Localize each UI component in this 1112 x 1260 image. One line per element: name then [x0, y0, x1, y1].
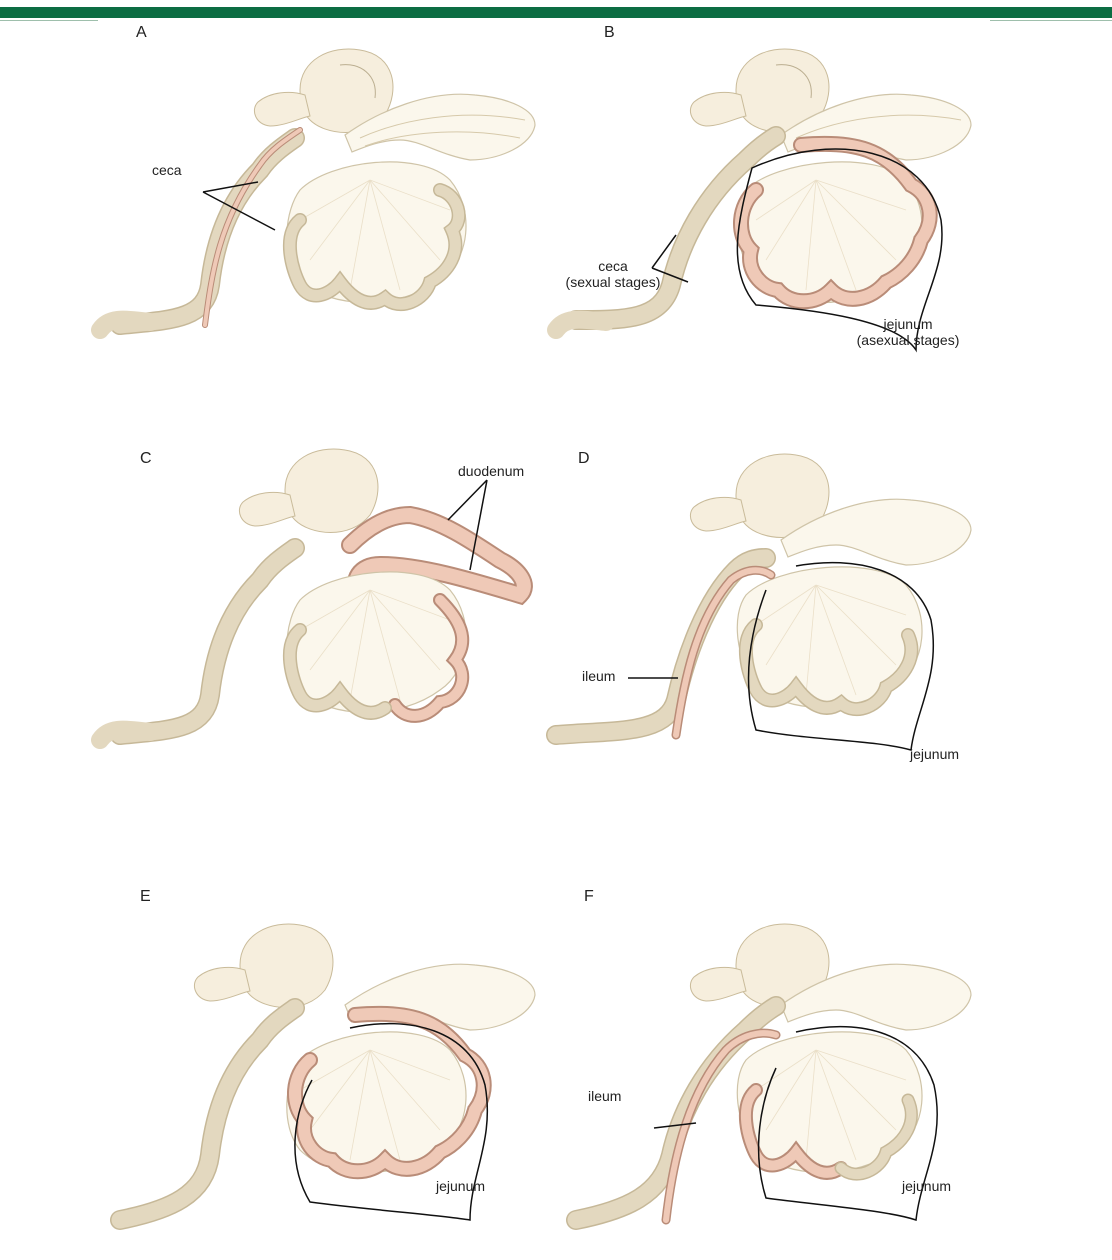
label-ileum: ileum — [582, 668, 615, 684]
label-duodenum: duodenum — [458, 463, 524, 479]
panel-d-illustration — [556, 430, 1112, 830]
label-ceca: ceca — [558, 258, 668, 274]
header-bar — [0, 0, 1112, 20]
panel-letter: E — [140, 888, 151, 906]
panel-letter: F — [584, 888, 594, 906]
panel-b: B ceca (sexual stages) jejunum (asexual … — [556, 20, 1112, 420]
panel-letter: D — [578, 450, 590, 468]
panel-letter: B — [604, 24, 615, 42]
panel-d: D ileum jejunum — [556, 430, 1112, 830]
ceca-highlight — [100, 130, 300, 330]
panel-a: A ceca — [0, 20, 556, 420]
panel-e: E jejunum — [0, 860, 556, 1260]
header-band — [0, 7, 1112, 18]
panel-f: F ileum jejunum — [556, 860, 1112, 1260]
panel-e-illustration — [0, 860, 556, 1260]
gizzard — [239, 449, 378, 532]
label-jejunum-sub: (asexual stages) — [848, 332, 968, 348]
gizzard — [194, 924, 333, 1007]
panel-letter: A — [136, 24, 147, 42]
panel-c: C duodenum — [0, 430, 556, 830]
mesentery-fan — [287, 572, 466, 713]
label-jejunum: jejunum — [910, 746, 959, 762]
ceca — [100, 548, 295, 740]
panel-b-illustration — [556, 20, 1112, 420]
label-ileum: ileum — [588, 1088, 621, 1104]
ceca — [120, 1008, 295, 1220]
panel-c-illustration — [0, 430, 556, 830]
label-jejunum: jejunum — [436, 1178, 485, 1194]
label-jejunum: jejunum — [902, 1178, 951, 1194]
panel-letter: C — [140, 450, 152, 468]
label-jejunum: jejunum — [848, 316, 968, 332]
label-ceca: ceca — [152, 162, 182, 178]
panel-a-illustration — [0, 20, 556, 420]
label-ceca-sub: (sexual stages) — [558, 274, 668, 290]
panel-f-illustration — [556, 860, 1112, 1260]
